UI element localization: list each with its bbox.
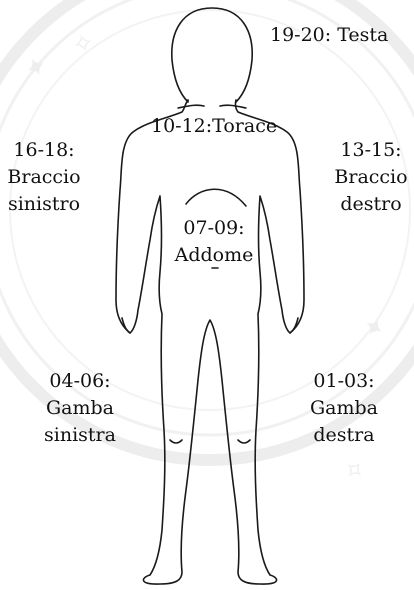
left-arm-line1: Braccio	[6, 164, 82, 191]
right-arm-line1: Braccio	[334, 164, 408, 191]
chest-code: 10-12:Torace	[151, 113, 277, 140]
left-leg-label: 04-06: Gamba sinistra	[38, 368, 122, 449]
right-leg-line2: destra	[302, 422, 386, 449]
right-arm-line2: destro	[334, 191, 408, 218]
chest-label: 10-12:Torace	[151, 113, 277, 140]
abdomen-line1: Addome	[172, 242, 256, 269]
left-leg-code: 04-06:	[38, 368, 122, 395]
right-leg-line1: Gamba	[302, 395, 386, 422]
right-leg-label: 01-03: Gamba destra	[302, 368, 386, 449]
right-leg-code: 01-03:	[302, 368, 386, 395]
left-arm-label: 16-18: Braccio sinistro	[6, 137, 82, 218]
left-arm-code: 16-18:	[6, 137, 82, 164]
left-arm-line2: sinistro	[6, 191, 82, 218]
abdomen-code: 07-09:	[172, 215, 256, 242]
abdomen-label: 07-09: Addome	[172, 215, 256, 269]
head-label: 19-20: Testa	[270, 22, 388, 49]
head-code: 19-20: Testa	[270, 22, 388, 49]
left-leg-line2: sinistra	[38, 422, 122, 449]
left-leg-line1: Gamba	[38, 395, 122, 422]
right-arm-code: 13-15:	[334, 137, 408, 164]
right-arm-label: 13-15: Braccio destro	[334, 137, 408, 218]
